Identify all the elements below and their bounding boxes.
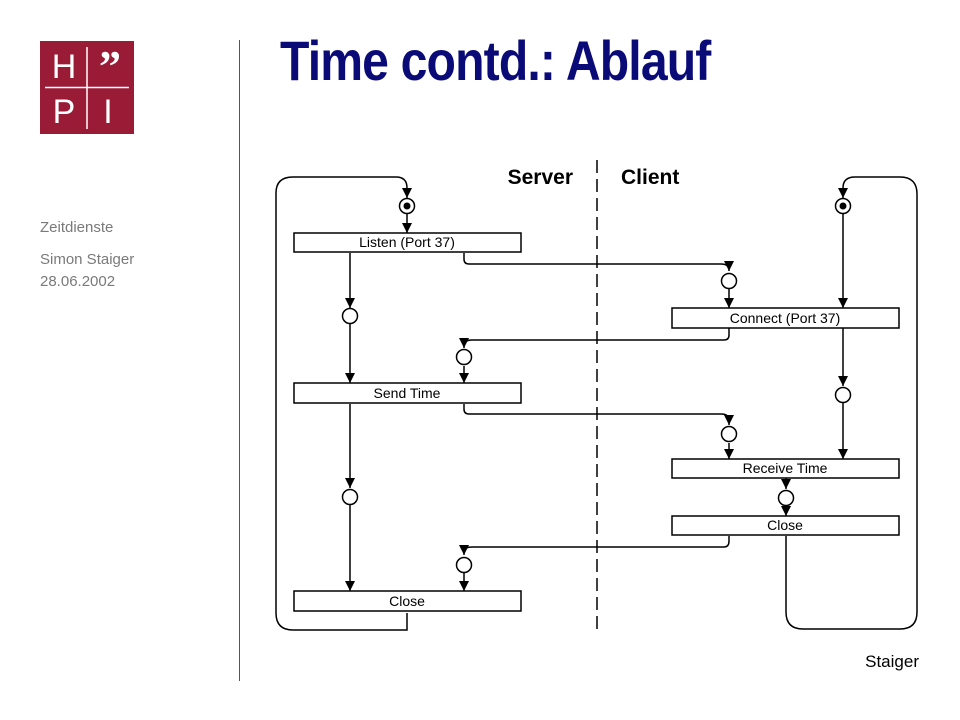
client-step-box <box>671 515 900 536</box>
message-time-to-client <box>463 404 734 425</box>
server-step-send-time: Send Time <box>374 385 441 401</box>
client-step-close: Close <box>767 517 803 533</box>
logo-letter-i: I <box>103 93 112 131</box>
server-wait-node <box>455 348 473 366</box>
sidebar-divider <box>239 40 240 681</box>
logo-letter-h: H <box>52 48 77 86</box>
client-state-node <box>834 386 852 404</box>
sidebar-topic: Zeitdienste <box>40 219 114 236</box>
client-column-label: Client <box>621 166 679 189</box>
server-start-node <box>398 197 416 215</box>
client-loop-line <box>785 176 918 630</box>
hpi-logo: H ” P I <box>40 41 134 134</box>
client-step-connect: Connect (Port 37) <box>730 310 841 326</box>
message-close-to-server <box>459 536 730 555</box>
server-step-box <box>293 232 522 253</box>
server-column-label: Server <box>508 166 573 189</box>
client-start-node <box>834 197 852 215</box>
client-wait-node <box>720 272 738 290</box>
server-step-box <box>293 382 522 404</box>
message-connect-to-server <box>459 328 730 348</box>
server-step-listen: Listen (Port 37) <box>359 234 455 250</box>
logo-letter-p: P <box>53 93 76 131</box>
server-step-close: Close <box>389 593 425 609</box>
client-step-receive-time: Receive Time <box>743 460 828 476</box>
server-state-node <box>341 488 359 506</box>
slide-title: Time contd.: Ablauf <box>280 29 711 92</box>
client-step-box <box>671 458 900 479</box>
logo-quote-mark: ” <box>99 42 121 91</box>
client-state-node <box>777 489 795 507</box>
footer-author: Staiger <box>865 652 919 671</box>
server-wait-node <box>455 556 473 574</box>
sidebar-author: Simon Staiger <box>40 251 135 268</box>
message-listen-to-client <box>463 253 734 271</box>
server-state-node <box>341 307 359 325</box>
server-loop-line <box>275 176 412 631</box>
sidebar-date: 28.06.2002 <box>40 273 116 290</box>
client-step-box <box>671 307 900 329</box>
client-wait-node <box>720 425 738 443</box>
server-step-box <box>293 590 522 612</box>
